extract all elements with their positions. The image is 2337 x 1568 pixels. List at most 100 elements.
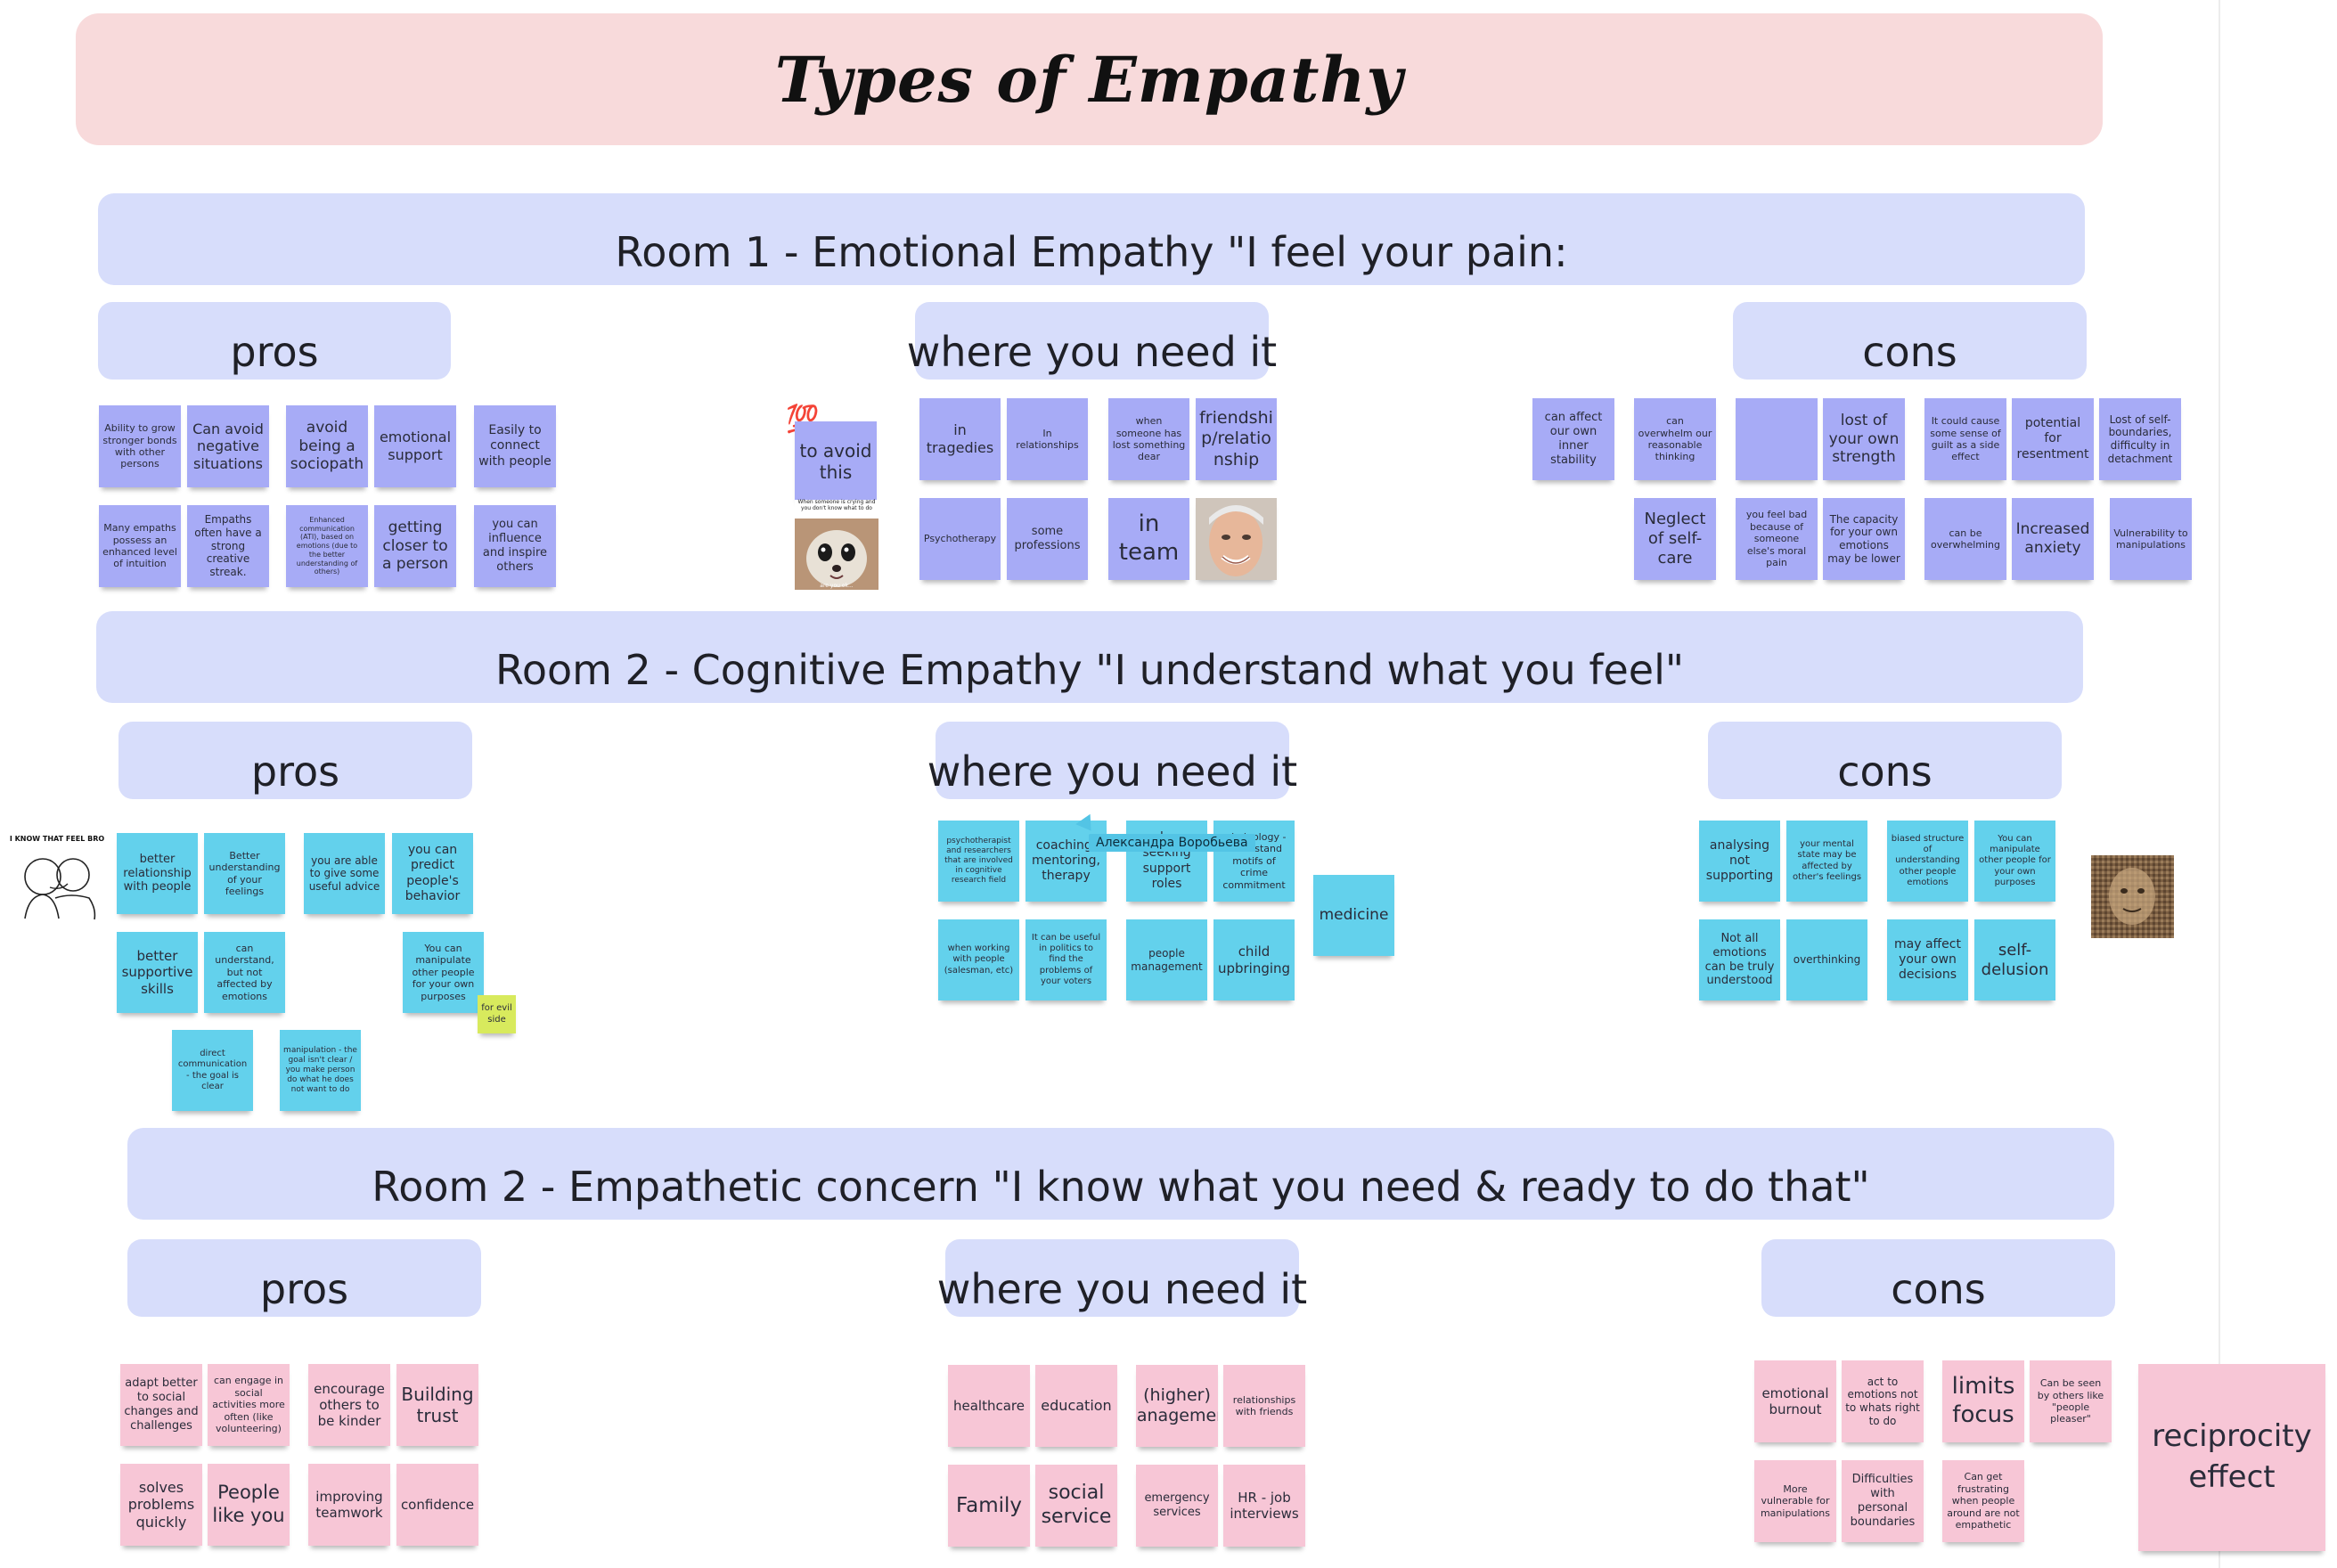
sticky-note[interactable]: Empaths often have a strong creative str… xyxy=(187,505,269,587)
sticky-note[interactable]: Building trust xyxy=(396,1364,478,1446)
sticky-note[interactable]: Enhanced communication (ATI), based on e… xyxy=(286,505,368,587)
sticky-note[interactable]: people management xyxy=(1126,919,1207,1000)
sticky-note[interactable]: Ability to grow stronger bonds with othe… xyxy=(99,405,181,487)
sticky-note[interactable]: encourage others to be kinder xyxy=(308,1364,390,1446)
sticky-note[interactable]: overthinking xyxy=(1786,919,1867,1000)
smiling-man-photo[interactable] xyxy=(1196,498,1277,580)
room2-banner[interactable]: Room 2 - Cognitive Empathy "I understand… xyxy=(96,611,2083,703)
sticky-note[interactable]: you are able to give some useful advice xyxy=(304,833,385,914)
crying-chihuahua-photo[interactable]: are you ok... xyxy=(795,519,878,590)
sticky-note[interactable]: friendship/relationship xyxy=(1196,398,1277,480)
sticky-note[interactable]: in tragedies xyxy=(919,398,1001,480)
sticky-note[interactable]: People like you xyxy=(208,1464,290,1546)
sticky-note[interactable] xyxy=(1736,398,1818,480)
room2-where-header[interactable]: where you need it xyxy=(927,722,1297,799)
sticky-note[interactable]: social service xyxy=(1035,1465,1117,1547)
room2-cons-header[interactable]: cons xyxy=(1708,722,2062,799)
sticky-note[interactable]: can understand, but not affected by emot… xyxy=(204,932,285,1013)
sticky-note[interactable]: criminology - understand motifs of crime… xyxy=(1213,821,1295,902)
sticky-note[interactable]: can affect our own inner stability xyxy=(1532,398,1614,480)
room3-cons-header[interactable]: cons xyxy=(1761,1239,2115,1317)
sticky-note[interactable]: child upbringing xyxy=(1213,919,1295,1000)
sticky-note[interactable]: you feel bad because of someone else's m… xyxy=(1736,498,1818,580)
sticky-note[interactable]: Difficulties with personal boundaries xyxy=(1842,1460,1924,1542)
sticky-note[interactable]: to avoid this xyxy=(795,421,877,502)
sticky-note[interactable]: (higher) management xyxy=(1136,1365,1218,1447)
sticky-note[interactable]: when working with people (salesman, etc) xyxy=(938,919,1019,1000)
sticky-note[interactable]: may affect your own decisions xyxy=(1887,919,1968,1000)
room1-cons-header[interactable]: cons xyxy=(1733,302,2087,380)
room2-pros-header[interactable]: pros xyxy=(118,722,472,799)
sticky-note[interactable]: better relationship with people xyxy=(117,833,198,914)
sticky-note[interactable]: reciprocity effect xyxy=(2138,1364,2325,1551)
sticky-note[interactable]: lost of your own strength xyxy=(1823,398,1905,480)
sticky-note[interactable]: when seeking support roles xyxy=(1126,821,1207,902)
room1-banner[interactable]: Room 1 - Emotional Empathy "I feel your … xyxy=(98,193,2085,285)
sticky-note[interactable]: Family xyxy=(948,1465,1030,1547)
sticky-note[interactable]: healthcare xyxy=(948,1365,1030,1447)
sticky-note[interactable]: analysing not supporting xyxy=(1699,821,1780,902)
sticky-note[interactable]: Neglect of self-care xyxy=(1634,498,1716,580)
sticky-note[interactable]: some professions xyxy=(1007,498,1088,580)
sticky-note[interactable]: when someone has lost something dear xyxy=(1108,398,1189,480)
board-title[interactable]: Types of Empathy xyxy=(76,13,2103,145)
room3-where-header[interactable]: where you need it xyxy=(937,1239,1307,1317)
sticky-note[interactable]: You can manipulate other people for your… xyxy=(403,932,484,1013)
sticky-note[interactable]: biased structure of understanding other … xyxy=(1887,821,1968,902)
sticky-note[interactable]: solves problems quickly xyxy=(120,1464,202,1546)
sticky-note[interactable]: self-delusion xyxy=(1974,919,2055,1000)
room1-where-header[interactable]: where you need it xyxy=(907,302,1277,380)
sticky-note[interactable]: Can avoid negative situations xyxy=(187,405,269,487)
mosaic-face-photo[interactable] xyxy=(2091,855,2174,938)
sticky-note[interactable]: medicine xyxy=(1313,875,1394,956)
sticky-note[interactable]: potential for resentment xyxy=(2012,398,2094,480)
board-title-text: Types of Empathy xyxy=(774,42,1404,117)
sticky-note[interactable]: The capacity for your own emotions may b… xyxy=(1823,498,1905,580)
sticky-note[interactable]: in team xyxy=(1108,498,1189,580)
sticky-note[interactable]: Not all emotions can be truly understood xyxy=(1699,919,1780,1000)
sticky-note[interactable]: It could cause some sense of guilt as a … xyxy=(1924,398,2006,480)
sticky-note[interactable]: Can get frustrating when people around a… xyxy=(1942,1460,2024,1542)
sticky-note[interactable]: Lost of self-boundaries, difficulty in d… xyxy=(2099,398,2181,480)
sticky-note[interactable]: your mental state may be affected by oth… xyxy=(1786,821,1867,902)
sticky-note[interactable]: coaching, mentoring, therapy xyxy=(1026,821,1107,902)
sticky-note[interactable]: emergency services xyxy=(1136,1465,1218,1547)
sticky-note[interactable]: improving teamwork xyxy=(308,1464,390,1546)
sticky-note[interactable]: confidence xyxy=(396,1464,478,1546)
room3-banner[interactable]: Room 2 - Empathetic concern "I know what… xyxy=(127,1128,2114,1220)
sticky-note[interactable]: for evil side xyxy=(478,995,516,1033)
sticky-note[interactable]: relationships with friends xyxy=(1223,1365,1305,1447)
sticky-note[interactable]: can be overwhelming xyxy=(1924,498,2006,580)
sticky-note[interactable]: psychotherapist and researchers that are… xyxy=(938,821,1019,902)
sticky-note[interactable]: emotional support xyxy=(374,405,456,487)
sticky-note[interactable]: can engage in social activities more oft… xyxy=(208,1364,290,1446)
feel-bro-sketch[interactable]: I KNOW THAT FEEL BRO xyxy=(9,835,105,924)
sticky-note[interactable]: can overwhelm our reasonable thinking xyxy=(1634,398,1716,480)
sticky-note[interactable]: emotional burnout xyxy=(1754,1360,1836,1442)
sticky-note[interactable]: In relationships xyxy=(1007,398,1088,480)
sticky-note[interactable]: Better understanding of your feelings xyxy=(204,833,285,914)
room3-pros-header[interactable]: pros xyxy=(127,1239,481,1317)
sticky-note[interactable]: You can manipulate other people for your… xyxy=(1974,821,2055,902)
sticky-note[interactable]: Easily to connect with people xyxy=(474,405,556,487)
sticky-note[interactable]: getting closer to a person xyxy=(374,505,456,587)
sticky-note[interactable]: education xyxy=(1035,1365,1117,1447)
sticky-note[interactable]: Vulnerability to manipulations xyxy=(2110,498,2192,580)
sticky-note[interactable]: manipulation - the goal isn't clear / yo… xyxy=(280,1030,361,1111)
sticky-note[interactable]: act to emotions not to whats right to do xyxy=(1842,1360,1924,1442)
sticky-note[interactable]: direct communication - the goal is clear xyxy=(172,1030,253,1111)
sticky-note[interactable]: HR - job interviews xyxy=(1223,1465,1305,1547)
sticky-note[interactable]: More vulnerable for manipulations xyxy=(1754,1460,1836,1542)
sticky-note[interactable]: you can influence and inspire others xyxy=(474,505,556,587)
sticky-note[interactable]: you can predict people's behavior xyxy=(392,833,473,914)
sticky-note[interactable]: limits focus xyxy=(1942,1360,2024,1442)
sticky-note[interactable]: avoid being a sociopath xyxy=(286,405,368,487)
sticky-note[interactable]: Can be seen by others like "people pleas… xyxy=(2030,1360,2112,1442)
sticky-note[interactable]: It can be useful in politics to find the… xyxy=(1026,919,1107,1000)
sticky-note[interactable]: Psychotherapy xyxy=(919,498,1001,580)
room1-pros-header[interactable]: pros xyxy=(98,302,451,380)
sticky-note[interactable]: Increased anxiety xyxy=(2012,498,2094,580)
sticky-note[interactable]: better supportive skills xyxy=(117,932,198,1013)
sticky-note[interactable]: Many empaths possess an enhanced level o… xyxy=(99,505,181,587)
sticky-note[interactable]: adapt better to social changes and chall… xyxy=(120,1364,202,1446)
